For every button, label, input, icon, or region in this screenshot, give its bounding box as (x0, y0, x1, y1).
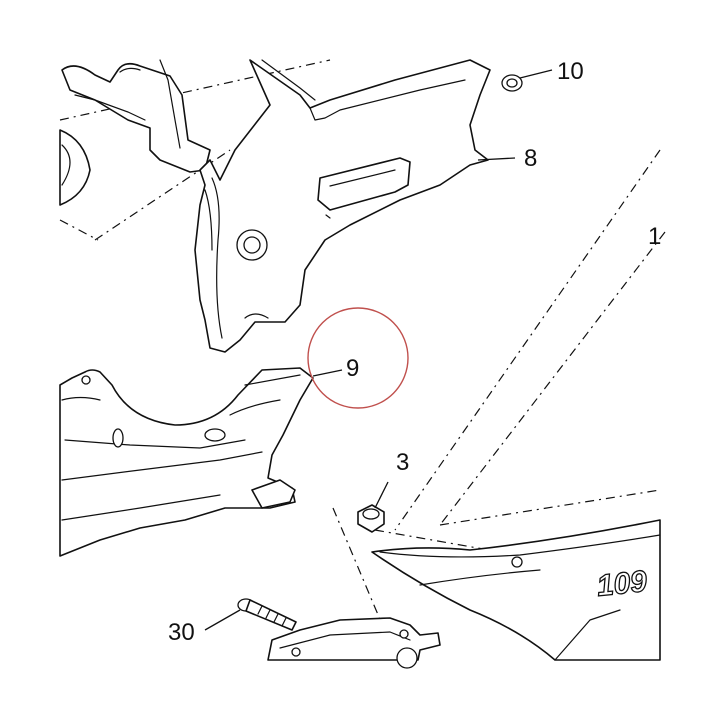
highlight-circle (307, 307, 409, 409)
bolt-part-30 (237, 598, 297, 631)
callout-1: 1 (648, 223, 661, 250)
leader-lines (204, 69, 553, 631)
fairing-part-9 (59, 367, 314, 557)
lower-bracket (267, 617, 441, 669)
callout-10: 10 (557, 58, 584, 85)
callout-3: 3 (396, 449, 409, 476)
callout-9: 9 (346, 355, 359, 382)
panel-part-8 (194, 59, 491, 353)
brand-mark: 109 (595, 565, 649, 603)
callout-8: 8 (524, 145, 537, 172)
callout-30: 30 (168, 619, 195, 646)
cowl-part-1: 109 (371, 519, 661, 661)
frame-bracket (59, 59, 211, 206)
bolt-part-3 (357, 504, 385, 533)
nut-part-10 (501, 74, 523, 92)
